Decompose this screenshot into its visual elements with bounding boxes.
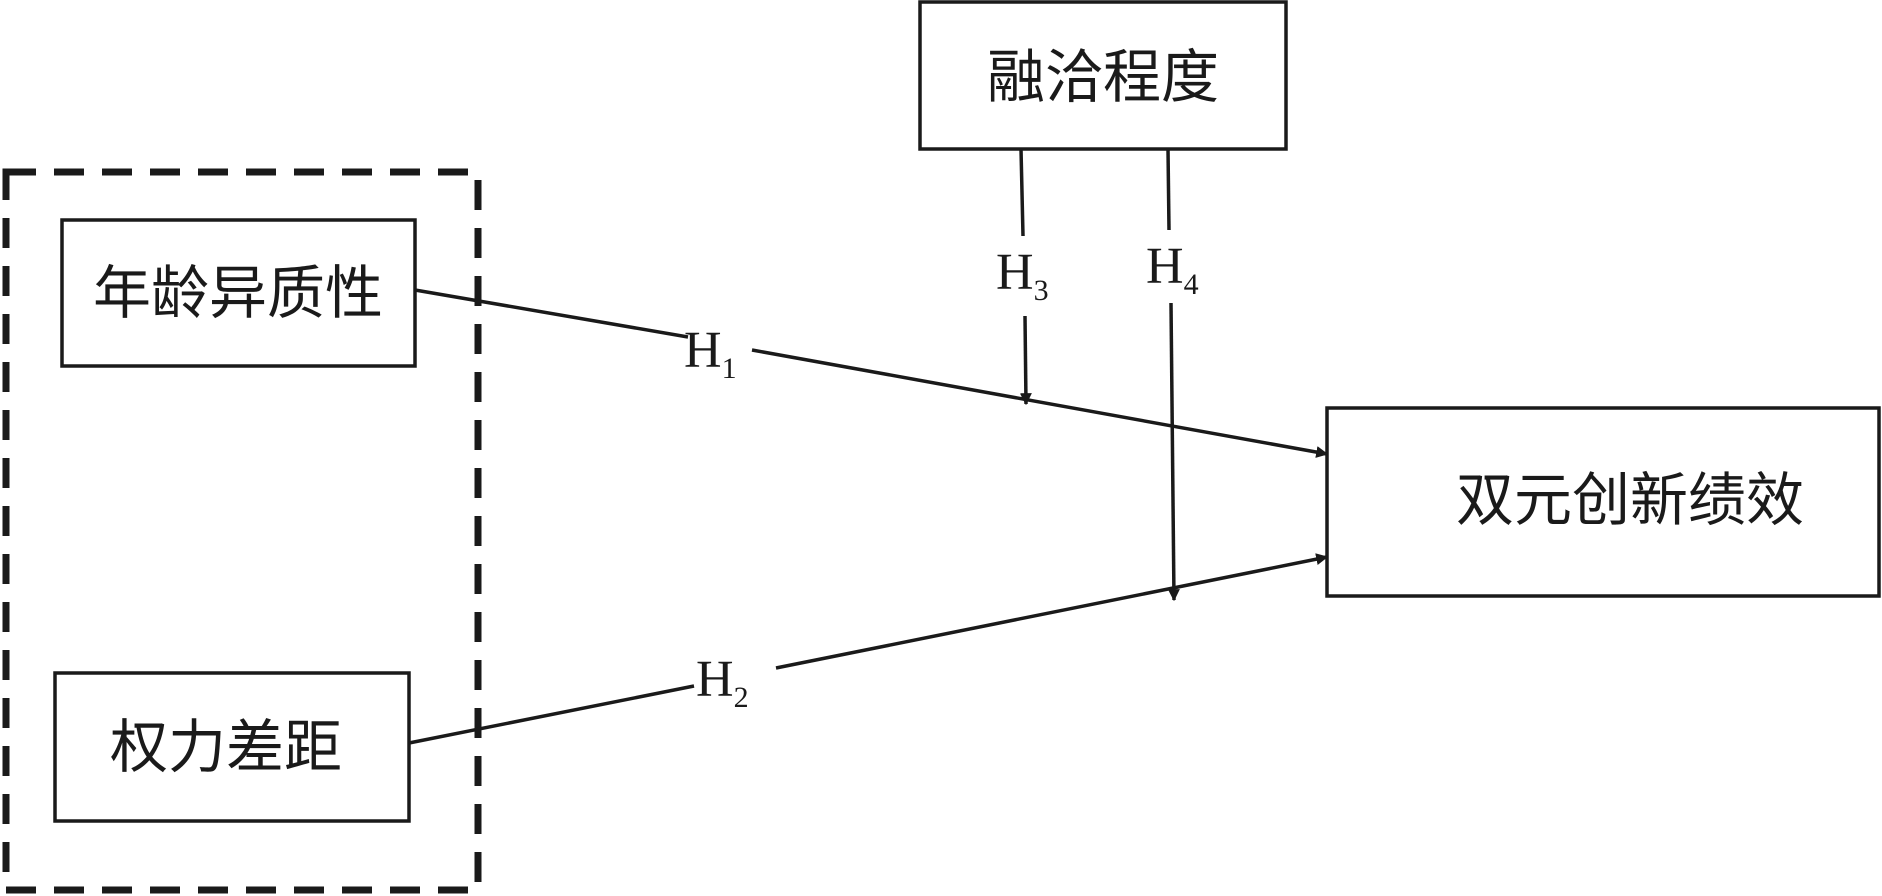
age-heterogeneity-box: 年龄异质性 <box>60 218 417 368</box>
h4-label: H4 <box>1146 238 1199 301</box>
age-heterogeneity-label: 年龄异质性 <box>93 259 383 327</box>
h1-label: H1 <box>684 322 737 385</box>
h3-path: H3 <box>996 148 1049 406</box>
h2-label: H2 <box>696 651 749 714</box>
moderator-label: 融洽程度 <box>987 43 1219 111</box>
independent-variables-group <box>2 168 482 894</box>
power-distance-label: 权力差距 <box>110 713 342 781</box>
h1-path: H1 <box>414 288 1329 458</box>
outcome-label: 双元创新绩效 <box>1456 466 1804 534</box>
h4-path: H4 <box>1146 148 1199 602</box>
moderator-box: 融洽程度 <box>918 0 1288 151</box>
h3-label: H3 <box>996 244 1049 307</box>
h2-path: H2 <box>408 553 1329 745</box>
power-distance-box: 权力差距 <box>53 671 411 823</box>
outcome-box: 双元创新绩效 <box>1325 406 1881 598</box>
